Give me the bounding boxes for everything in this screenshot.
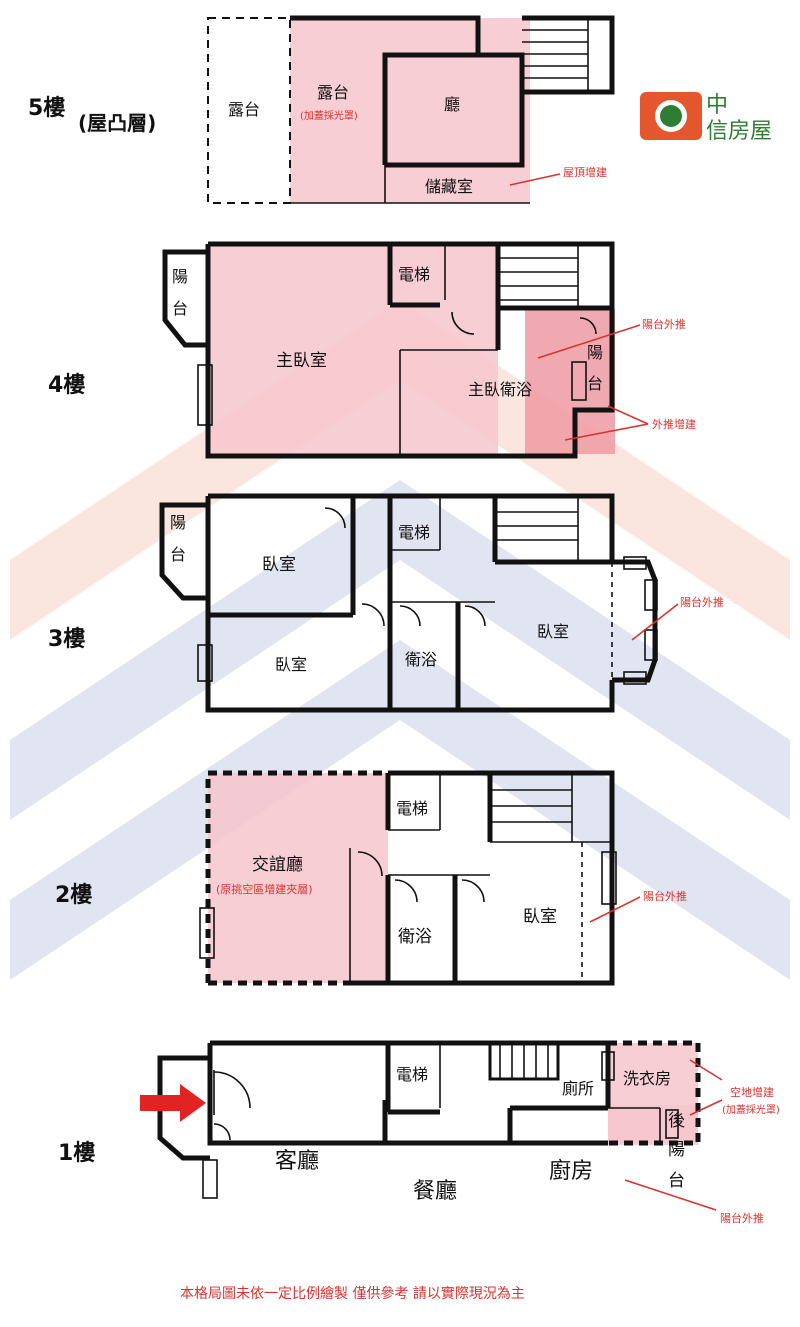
note-balcony-1f: 陽台外推 xyxy=(720,1211,764,1225)
stair-1f xyxy=(488,1041,560,1081)
floor-5-plan: 5樓 (屋凸層) 露台 露台 (加蓋採光罩) 廳 儲藏室 屋頂增建 xyxy=(28,15,615,204)
floor-1-plan: 1樓 電梯 廁所 洗衣房 客廳 餐 xyxy=(58,1040,780,1225)
room-elevator-4f: 電梯 xyxy=(398,265,430,284)
room-kitchen: 廚房 xyxy=(549,1159,593,1184)
floor-1-label: 1樓 xyxy=(58,1141,95,1166)
disclaimer-text: 本格局圖未依一定比例繪製 僅供參考 請以實際現況為主 xyxy=(180,1285,525,1302)
push-addition-area xyxy=(525,308,615,454)
room-balcony-4f-bottom: 台 xyxy=(172,299,188,318)
room-master-bath: 主臥衛浴 xyxy=(468,380,532,399)
room-rear-3: 台 xyxy=(668,1171,685,1191)
note-yard-note: (加蓋採光罩) xyxy=(722,1103,780,1116)
lounge-addition-area xyxy=(208,773,388,983)
note-balcony-3f: 陽台外推 xyxy=(680,595,724,609)
terrace-note: (加蓋採光罩) xyxy=(300,109,358,122)
room-terrace-right: 露台 xyxy=(317,83,349,102)
terrace-addition-area xyxy=(290,18,530,203)
room-bedroom-2f: 臥室 xyxy=(523,907,557,927)
leader-push-add-b xyxy=(564,423,649,441)
rear-balcony-area xyxy=(608,1105,698,1145)
leader-yard-add-a xyxy=(689,1059,723,1081)
room-dining: 餐廳 xyxy=(413,1179,457,1204)
room-elevator-2f: 電梯 xyxy=(396,799,428,818)
balcony-left-4f xyxy=(162,249,208,348)
leader-balcony-1f xyxy=(624,1179,717,1211)
stair-2f xyxy=(490,773,573,842)
room-balcony-3f-bottom: 台 xyxy=(170,545,186,564)
room-master-bedroom: 主臥室 xyxy=(276,351,327,371)
room-bedroom-3f-b: 臥室 xyxy=(275,655,307,674)
entrance-bay xyxy=(157,1055,210,1161)
entrance-arrow-icon xyxy=(140,1084,206,1122)
room-lounge: 交誼廳 xyxy=(252,855,303,875)
leader-balcony-3f xyxy=(631,603,679,641)
floor-5-label: 5樓 xyxy=(28,96,65,121)
stair-4f xyxy=(498,244,579,308)
room-terrace-left: 露台 xyxy=(228,100,260,119)
room-balcony-4f-right-bottom: 台 xyxy=(587,374,603,393)
room-bath-2f: 衛浴 xyxy=(398,927,432,947)
note-balcony-2f: 陽台外推 xyxy=(643,889,687,903)
room-bath-3f: 衛浴 xyxy=(405,650,437,669)
floor-2-label: 2樓 xyxy=(55,883,92,908)
logo-text-bottom: 信房屋 xyxy=(706,119,772,144)
room-wc: 廁所 xyxy=(562,1079,594,1098)
room-bedroom-3f-c: 臥室 xyxy=(537,622,569,641)
yard-dashed-outline xyxy=(608,1040,701,1146)
room-balcony-4f-right-top: 陽 xyxy=(587,343,603,362)
room-balcony-4f-top: 陽 xyxy=(172,267,188,286)
leader-push-add-a xyxy=(607,405,649,425)
room-bedroom-3f-a: 臥室 xyxy=(262,555,296,575)
floor-2-plan: 2樓 電梯 交誼廳 (原挑空區增建夾層) 衛浴 臥室 陽台外推 xyxy=(55,770,687,986)
floor-4-label: 4樓 xyxy=(48,373,85,398)
note-push-add: 外推增建 xyxy=(652,417,696,431)
floor-5-sublabel: (屋凸層) xyxy=(78,111,156,135)
stair-5f xyxy=(522,18,589,92)
lounge-dashed-outline xyxy=(205,770,388,983)
note-roof-add: 屋頂增建 xyxy=(563,165,607,179)
lounge-note: (原挑空區增建夾層) xyxy=(216,882,313,896)
room-rear-2: 陽 xyxy=(668,1140,685,1160)
leader-yard-add-b xyxy=(689,1099,723,1116)
terrace-left-outline xyxy=(207,17,291,204)
logo-text-top: 中 xyxy=(706,93,728,118)
room-elevator-1f: 電梯 xyxy=(396,1065,428,1084)
brand-logo: 中 信房屋 xyxy=(640,92,772,144)
leader-roof-add xyxy=(509,173,561,186)
note-yard-add: 空地增建 xyxy=(730,1085,774,1099)
room-elevator-3f: 電梯 xyxy=(398,523,430,542)
floor-3-label: 3樓 xyxy=(48,627,85,652)
floor-4-plan: 4樓 陽 台 電梯 主臥室 主臥衛浴 陽 台 陽台外推 xyxy=(48,241,696,459)
note-balcony-4f: 陽台外推 xyxy=(642,317,686,331)
room-hall: 廳 xyxy=(444,95,460,114)
room-storage: 儲藏室 xyxy=(425,177,473,196)
stair-3f xyxy=(495,496,579,562)
room-balcony-3f-top: 陽 xyxy=(170,513,186,532)
leader-balcony-4f xyxy=(537,324,641,359)
room-laundry: 洗衣房 xyxy=(623,1069,671,1088)
room-living: 客廳 xyxy=(275,1149,319,1174)
leader-balcony-2f xyxy=(589,896,641,923)
floor-3-plan: 3樓 陽 台 電梯 臥室 臥室 衛浴 xyxy=(48,493,724,713)
room-rear-1: 後 xyxy=(668,1111,685,1131)
